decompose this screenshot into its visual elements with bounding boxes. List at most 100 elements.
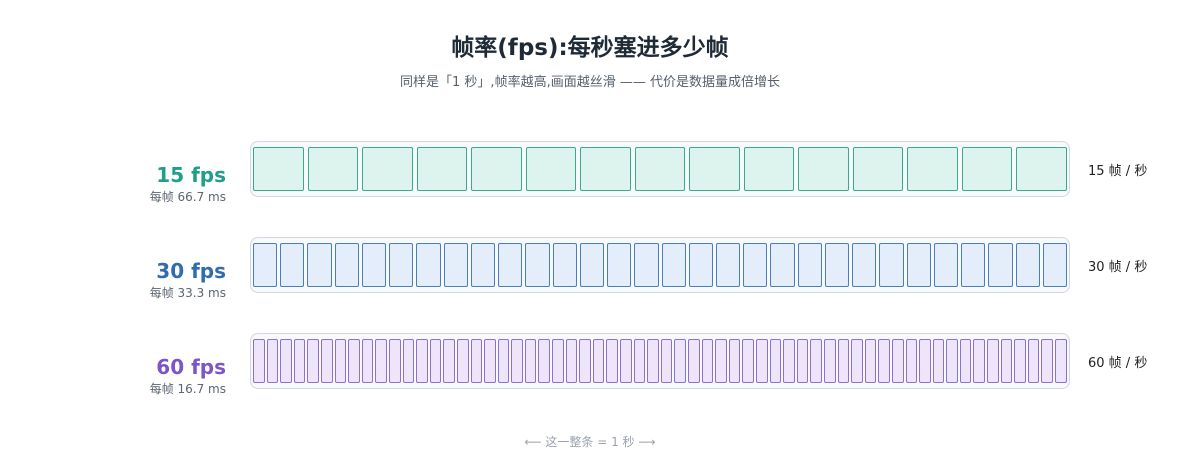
frame-cell [348, 339, 360, 383]
rate-label-15fps: 15 帧 / 秒 [1088, 164, 1148, 179]
frame-cell [783, 339, 795, 383]
frame-duration-label: 每帧 66.7 ms [149, 190, 226, 204]
frame-cell [579, 339, 591, 383]
frame-cell [429, 339, 442, 383]
frame-cell [307, 243, 332, 287]
frame-cell [852, 243, 877, 287]
frame-cell [823, 339, 836, 383]
frame-cell [660, 339, 673, 383]
frame-cell [253, 147, 304, 191]
frame-cell [580, 147, 631, 191]
frame-cell [253, 243, 278, 287]
frame-cell [471, 147, 522, 191]
frame-cell [280, 339, 292, 383]
frame-cell [1041, 339, 1054, 383]
frame-cell [770, 243, 795, 287]
frame-cell [538, 339, 551, 383]
frame-cell [633, 339, 646, 383]
frame-cell [470, 243, 496, 287]
frame-cell [688, 339, 700, 383]
frame-cell [946, 339, 958, 383]
frame-cell [715, 243, 741, 287]
frame-cell [932, 339, 945, 383]
frame-cell [293, 339, 306, 383]
frame-cell [769, 339, 782, 383]
frame-cell [592, 339, 605, 383]
fps-label: 15 fps [156, 163, 226, 187]
frame-cell [389, 243, 414, 287]
frame-cell [743, 243, 768, 287]
frame-cell [266, 339, 279, 383]
frame-cell [755, 339, 768, 383]
frame-track-15fps [250, 141, 1070, 197]
page-subtitle: 同样是「1 秒」,帧率越高,画面越丝滑 —— 代价是数据量成倍增长 [400, 75, 780, 90]
frame-cell [906, 243, 931, 287]
frame-cell [879, 243, 904, 287]
rate-label-60fps: 60 帧 / 秒 [1088, 356, 1148, 371]
frame-cell [933, 243, 959, 287]
frame-cell [715, 339, 727, 383]
frame-cell [1014, 339, 1026, 383]
frame-cell [973, 339, 986, 383]
frame-cell [402, 339, 415, 383]
frame-cell [443, 339, 455, 383]
frame-cell [606, 339, 619, 383]
frame-cell [688, 243, 713, 287]
frame-track-60fps [250, 333, 1070, 389]
frame-cell [498, 243, 523, 287]
frame-cell [552, 243, 577, 287]
frame-cell [1015, 243, 1040, 287]
frame-cell [1016, 147, 1067, 191]
frame-cell [647, 339, 659, 383]
frame-cell [416, 147, 468, 191]
frame-cell [1055, 339, 1067, 383]
frame-cell [607, 243, 632, 287]
row-label-30fps: 30 fps 每帧 33.3 ms [60, 259, 226, 301]
frame-cell [620, 339, 632, 383]
frame-cell [919, 339, 931, 383]
frame-cell [484, 339, 496, 383]
frame-cell [362, 147, 413, 191]
rate-label-30fps: 30 帧 / 秒 [1088, 260, 1148, 275]
frame-cell [361, 339, 374, 383]
frame-cell [796, 339, 809, 383]
frame-cell [511, 339, 523, 383]
frame-cell [905, 339, 918, 383]
frame-cell [959, 339, 972, 383]
frame-cell [525, 147, 577, 191]
frame-cell [320, 339, 333, 383]
fps-label: 60 fps [156, 355, 226, 379]
page-title: 帧率(fps):每秒塞进多少帧 [451, 35, 729, 61]
row-label-15fps: 15 fps 每帧 66.7 ms [60, 163, 226, 205]
frame-cell [742, 339, 754, 383]
frame-cell [1042, 243, 1068, 287]
frame-cell [497, 339, 510, 383]
frame-cell [798, 147, 849, 191]
frame-cell [891, 339, 904, 383]
frame-cell [334, 243, 359, 287]
frame-cell [565, 339, 578, 383]
frame-cell [701, 339, 714, 383]
frame-cell [456, 339, 469, 383]
frame-cell [253, 339, 265, 383]
frame-cell [388, 339, 401, 383]
frame-cell [280, 243, 305, 287]
frame-cell [987, 339, 999, 383]
frame-cell [443, 243, 468, 287]
frame-cell [375, 339, 387, 383]
frame-duration-label: 每帧 16.7 ms [149, 382, 226, 396]
frame-cell [728, 339, 741, 383]
frame-cell [307, 147, 359, 191]
frame-cell [689, 147, 740, 191]
frame-cell [674, 339, 686, 383]
frame-duration-label: 每帧 33.3 ms [149, 286, 226, 300]
frame-cell [878, 339, 890, 383]
frame-cell [852, 147, 904, 191]
frame-cell [851, 339, 863, 383]
frame-cell [524, 339, 537, 383]
frame-cell [907, 147, 958, 191]
frame-cell [307, 339, 319, 383]
row-label-60fps: 60 fps 每帧 16.7 ms [60, 355, 226, 397]
frame-cell [552, 339, 564, 383]
frame-cell [361, 243, 387, 287]
